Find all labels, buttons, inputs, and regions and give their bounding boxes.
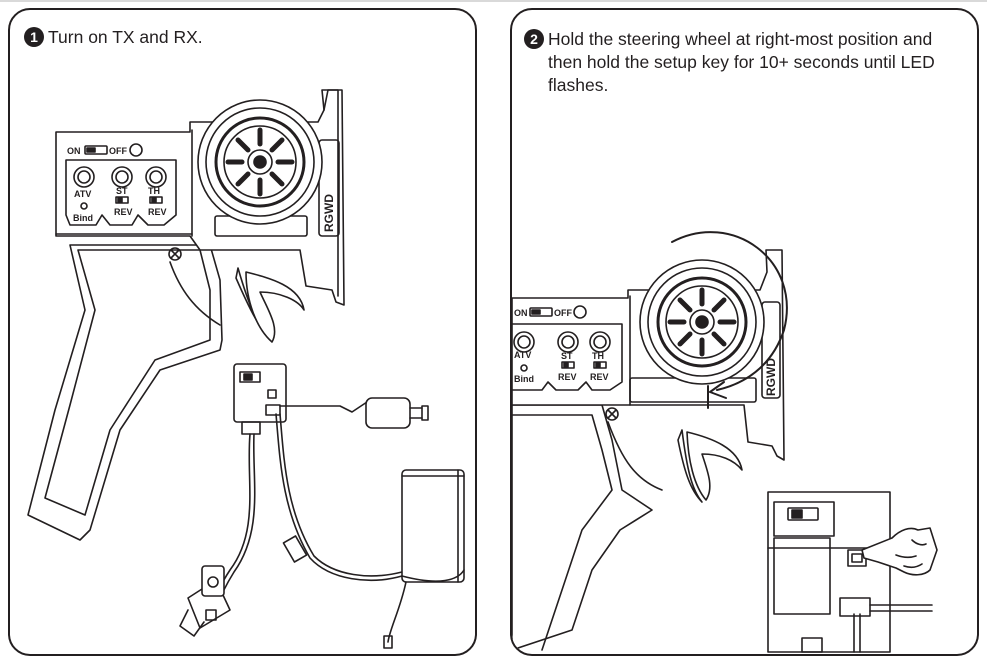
transmitter-steering-illustration bbox=[512, 231, 938, 653]
step-number-badge: 1 bbox=[24, 27, 44, 47]
th-rev-label: REV bbox=[148, 207, 167, 217]
st-rev-label: REV bbox=[558, 372, 577, 382]
step-1-instruction: 1 Turn on TX and RX. bbox=[24, 26, 203, 49]
step-2-text: Hold the steering wheel at right-most po… bbox=[548, 29, 935, 95]
bind-label: Bind bbox=[514, 374, 534, 384]
th-label: TH bbox=[592, 351, 604, 361]
step-1-text: Turn on TX and RX. bbox=[48, 27, 203, 47]
bind-label: Bind bbox=[73, 213, 93, 223]
atv-label: ATV bbox=[514, 350, 531, 360]
brand-logo: RGWD bbox=[322, 194, 336, 232]
top-divider bbox=[0, 0, 987, 2]
th-label: TH bbox=[148, 186, 160, 196]
atv-label: ATV bbox=[74, 189, 91, 199]
st-label: ST bbox=[116, 186, 128, 196]
step-number-badge: 2 bbox=[524, 29, 544, 49]
step-2-panel: 2 Hold the steering wheel at right-most … bbox=[510, 8, 979, 656]
step-2-labels: ON OFF ATV Bind ST TH REV REV RGWD bbox=[514, 308, 778, 396]
brand-logo: RGWD bbox=[764, 358, 778, 396]
power-on-label: ON bbox=[67, 146, 81, 156]
st-rev-label: REV bbox=[114, 207, 133, 217]
st-label: ST bbox=[561, 351, 573, 361]
transmitter-receiver-illustration bbox=[27, 89, 465, 649]
power-off-label: OFF bbox=[109, 146, 127, 156]
th-rev-label: REV bbox=[590, 372, 609, 382]
step-1-labels: ON OFF ATV Bind ST TH REV REV RGWD bbox=[67, 146, 336, 232]
power-off-label: OFF bbox=[554, 308, 572, 318]
power-on-label: ON bbox=[514, 308, 528, 318]
step-2-instruction: 2 Hold the steering wheel at right-most … bbox=[524, 28, 964, 97]
step-1-panel: 1 Turn on TX and RX. ON OFF ATV Bind ST … bbox=[8, 8, 477, 656]
